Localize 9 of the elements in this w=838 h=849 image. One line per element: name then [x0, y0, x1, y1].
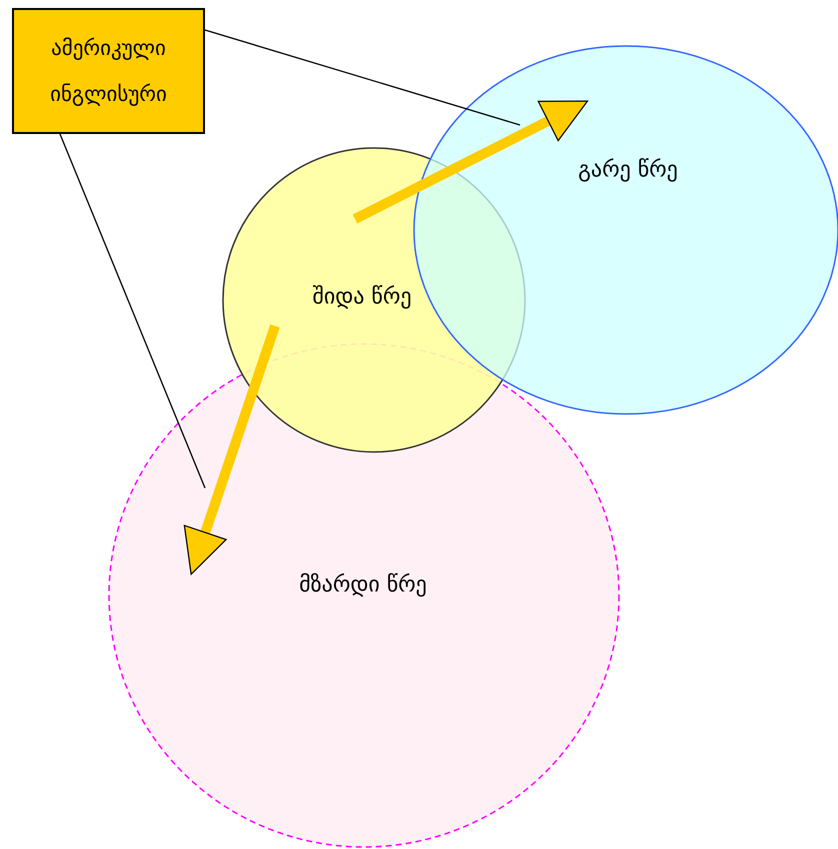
circle-label: გარე წრე [578, 158, 678, 182]
leader-line [59, 134, 206, 488]
block-arrow [352, 100, 588, 224]
leader-line [204, 29, 520, 126]
circle-label: შიდა წრე [312, 284, 412, 310]
circle-label: მზარდი წრე [299, 572, 427, 598]
callout-box [12, 8, 205, 134]
block-arrow [184, 324, 280, 575]
callout-text: ამერიკული ინგლისური [49, 35, 168, 108]
